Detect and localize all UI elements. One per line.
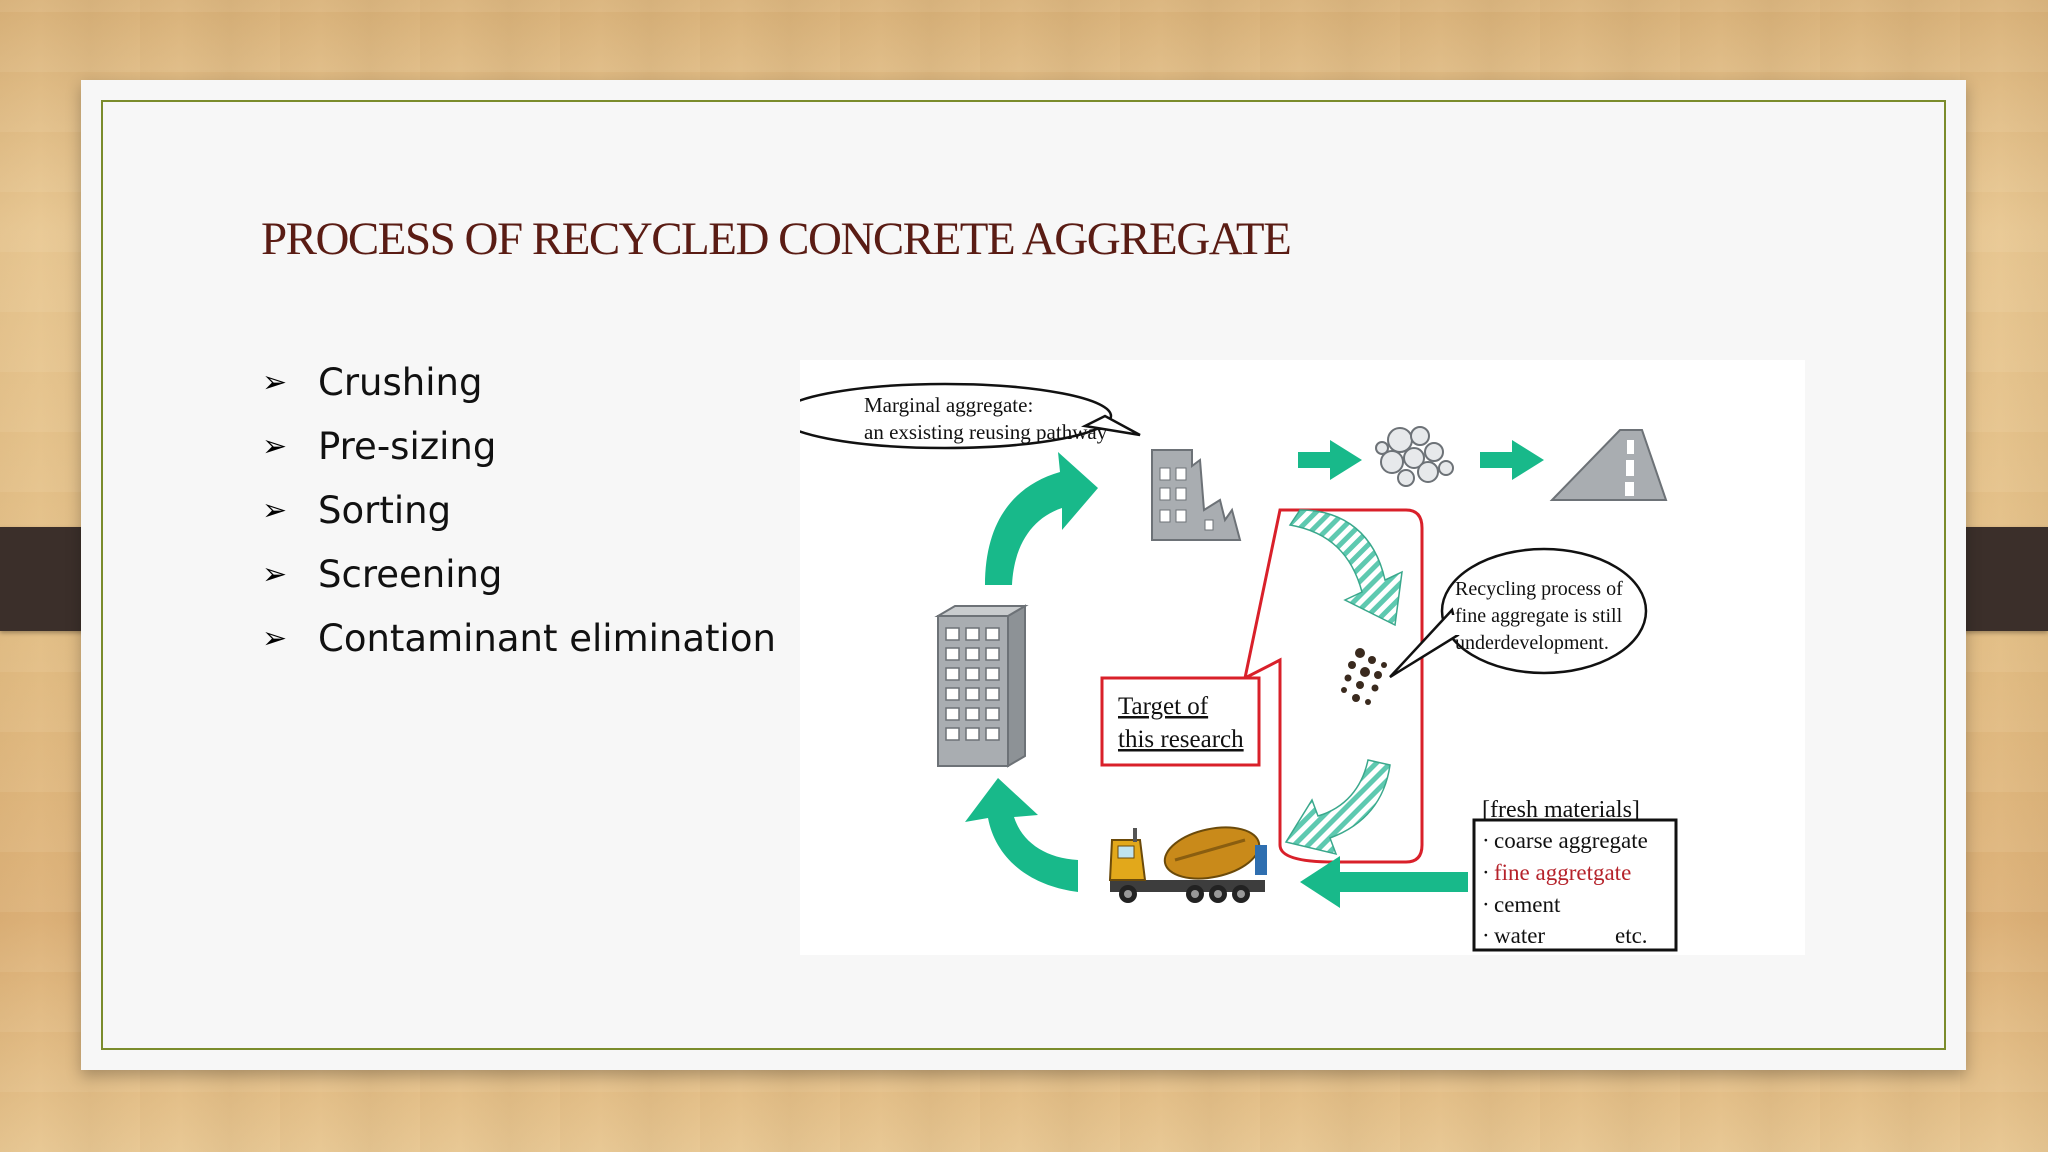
marginal-label-line2: an exsisting reusing pathway [864,420,1108,444]
recycling-process-bubble: Recycling process of fine aggregate is s… [1389,547,1648,679]
svg-text:·: · [1482,923,1490,948]
office-building-icon [934,604,1029,768]
green-arrow-icon [1300,856,1468,908]
hatched-arrow-icon [1288,509,1403,627]
recycling-label-line2: fine aggregate is still [1455,605,1623,627]
slide-frame [101,100,1946,1050]
hatched-arrow-icon [1284,759,1391,856]
road-icon [1549,429,1668,501]
svg-text:·: · [1482,892,1490,917]
target-label-line2: this research [1118,726,1244,753]
target-of-research-box: Target of this research [1100,676,1261,767]
svg-text:·: · [1482,860,1490,885]
recycling-label-line1: Recycling process of [1455,578,1623,600]
slide-title: PROCESS OF RECYCLED CONCRETE AGGREGATE [261,213,1292,265]
target-label-line1: Target of [1118,693,1209,720]
bullet-item: ➢Screening [262,552,503,596]
arrowhead-bullet-icon: ➢ [262,620,288,656]
arrowhead-bullet-icon: ➢ [262,556,288,592]
green-arrow-icon [1298,440,1362,480]
rubble-icon [1375,426,1454,487]
curved-arrow-icon [985,452,1098,585]
fresh-etc: etc. [1615,923,1648,948]
svg-text:·: · [1482,828,1490,853]
fresh-materials-box: [fresh materials] · coarse aggregate · f… [1472,797,1678,952]
fresh-item: water [1494,923,1545,948]
fresh-item-highlighted: fine aggretgate [1494,860,1631,885]
green-arrow-icon [1480,440,1544,480]
recycling-diagram: Marginal aggregate: an exsisting reusing… [777,360,1805,955]
bullet-item: ➢Pre-sizing [262,424,497,468]
bullet-item: ➢Contaminant elimination [262,616,776,660]
fresh-item: cement [1494,892,1561,917]
arrowhead-bullet-icon: ➢ [262,428,288,464]
recycling-label-line3: underdevelopment. [1455,632,1609,654]
curved-arrow-icon [965,778,1078,892]
bullet-item: ➢Sorting [262,488,452,532]
bullet-list: ➢Crushing ➢Pre-sizing ➢Sorting ➢Screenin… [262,350,776,670]
bullet-item: ➢Crushing [262,360,483,404]
arrowhead-bullet-icon: ➢ [262,364,288,400]
arrowhead-bullet-icon: ➢ [262,492,288,528]
marginal-aggregate-bubble: Marginal aggregate: an exsisting reusing… [777,382,1141,450]
fine-aggregate-icon [1341,648,1387,705]
marginal-label-line1: Marginal aggregate: [864,393,1033,417]
fresh-item: coarse aggregate [1494,828,1648,853]
concrete-mixer-truck-icon [1108,826,1267,903]
demolished-building-icon [1151,449,1242,541]
